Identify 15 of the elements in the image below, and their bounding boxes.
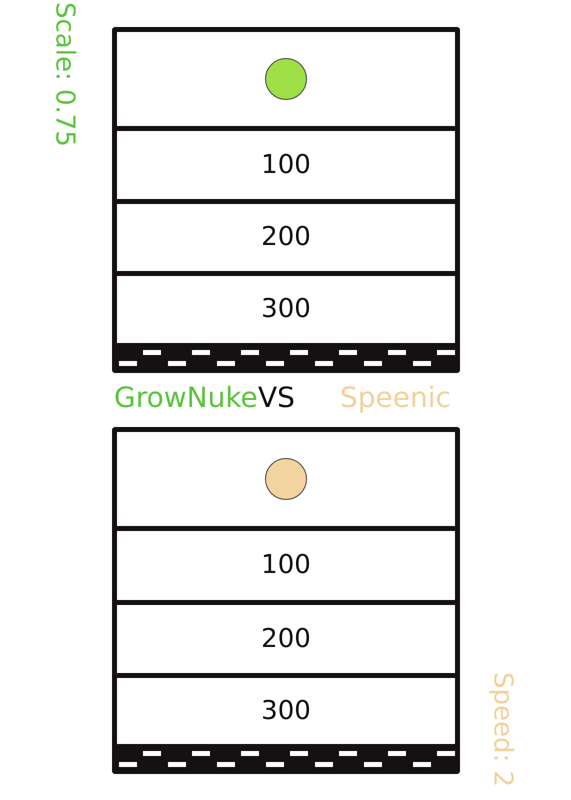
score-panel	[112, 427, 460, 774]
row-value: 300	[261, 697, 311, 726]
versus-label: VS	[258, 383, 295, 414]
row-value: 100	[261, 150, 311, 180]
scale-label: Scale: 0.75	[50, 2, 79, 147]
player-name: Speenic	[340, 383, 451, 414]
row-value: 300	[261, 295, 311, 324]
player-name: GrowNuke	[114, 383, 258, 414]
score-panel	[112, 27, 460, 373]
player-token-icon	[265, 58, 307, 100]
row-value: 100	[261, 551, 311, 580]
row-value: 200	[261, 223, 311, 252]
player-token-icon	[265, 458, 307, 500]
row-value: 200	[261, 624, 311, 654]
speed-label: Speed: 2	[488, 672, 517, 788]
